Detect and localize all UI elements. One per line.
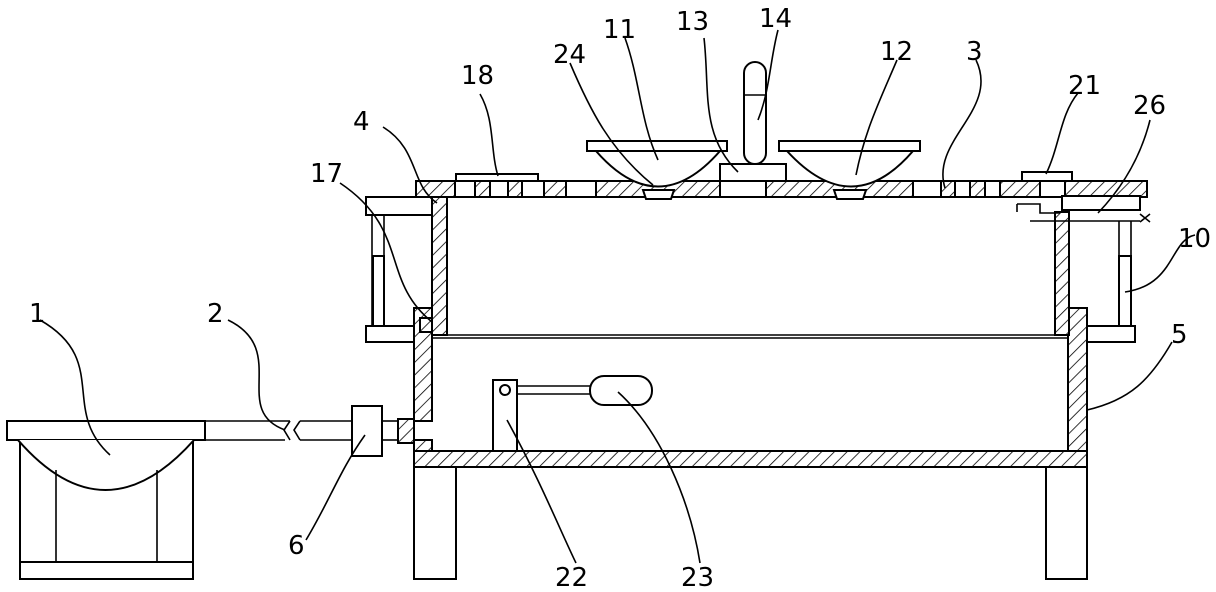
label-10: 10 (1178, 224, 1211, 254)
left-support-17 (365, 196, 433, 343)
label-11: 11 (603, 15, 636, 45)
label-24: 24 (553, 40, 586, 70)
faucet-13-14 (719, 61, 787, 182)
label-3: 3 (966, 37, 983, 67)
label-26: 26 (1133, 91, 1166, 121)
leader-lines (39, 29, 1196, 564)
drain-pipe-2 (205, 420, 352, 441)
right-support-10 (1086, 221, 1136, 343)
label-1: 1 (29, 299, 46, 329)
callout-labels: 1 2 3 4 5 6 10 11 12 13 14 17 18 21 22 2… (29, 4, 1211, 592)
label-17: 17 (310, 159, 343, 189)
pipe-coupling-6 (351, 405, 415, 457)
label-21: 21 (1068, 71, 1101, 101)
upper-box-4 (419, 196, 1070, 336)
label-14: 14 (759, 4, 792, 34)
label-18: 18 (461, 61, 494, 91)
lower-box-5 (413, 307, 1088, 580)
label-4: 4 (353, 107, 370, 137)
float-valve-22-23 (492, 375, 653, 452)
label-6: 6 (288, 531, 305, 561)
label-23: 23 (681, 563, 714, 592)
label-5: 5 (1171, 320, 1188, 350)
label-12: 12 (880, 37, 913, 67)
basin-stand-1 (6, 420, 206, 580)
label-22: 22 (555, 563, 588, 592)
top-plate-3 (415, 171, 1148, 198)
label-13: 13 (676, 7, 709, 37)
basin-12 (778, 140, 921, 200)
label-2: 2 (207, 299, 224, 329)
fitting-26 (1016, 195, 1151, 223)
